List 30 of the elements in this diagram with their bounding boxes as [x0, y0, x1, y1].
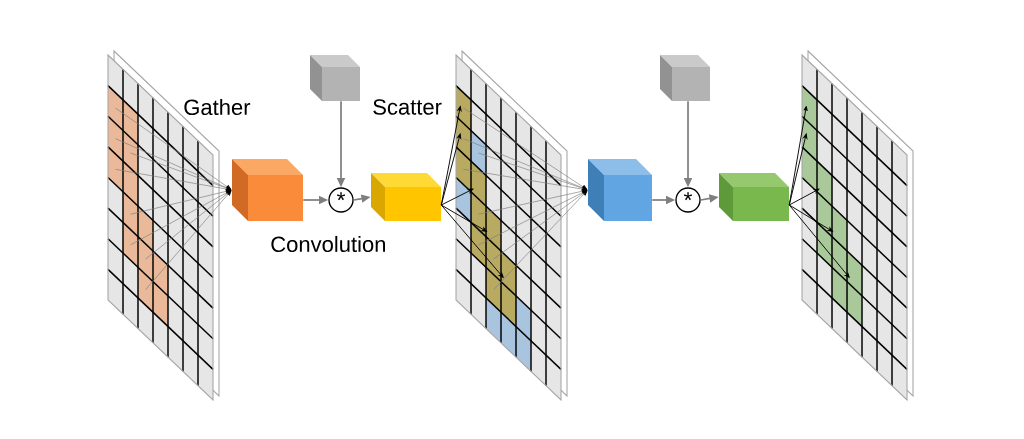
cube: [310, 55, 360, 101]
arrow: [788, 204, 833, 232]
arrow: [145, 190, 232, 291]
arrow: [130, 190, 232, 246]
cube: [371, 173, 441, 221]
cube: [588, 159, 652, 221]
convolution-operator: *: [328, 187, 354, 213]
arrow: [493, 190, 588, 260]
arrow: [493, 190, 588, 291]
arrow: [788, 133, 808, 206]
arrow: [463, 138, 588, 190]
arrow: [440, 204, 504, 278]
cube: [660, 55, 710, 101]
arrow: [145, 190, 232, 260]
arrow: [478, 189, 588, 215]
arrow: [440, 188, 474, 206]
arrow: [115, 138, 232, 190]
arrow: [463, 107, 588, 190]
caption-text: Convolution: [271, 235, 385, 253]
cube: [232, 159, 303, 221]
arrow: [440, 204, 487, 232]
caption-text: Scatter: [373, 99, 442, 115]
arrow: [788, 188, 820, 206]
caption-text: Gather: [184, 98, 251, 116]
arrow: [115, 107, 232, 190]
arrow: [130, 189, 232, 215]
cube: [719, 173, 789, 221]
arrow: [788, 204, 850, 278]
convolution-operator: *: [675, 187, 701, 213]
arrow: [440, 133, 462, 206]
